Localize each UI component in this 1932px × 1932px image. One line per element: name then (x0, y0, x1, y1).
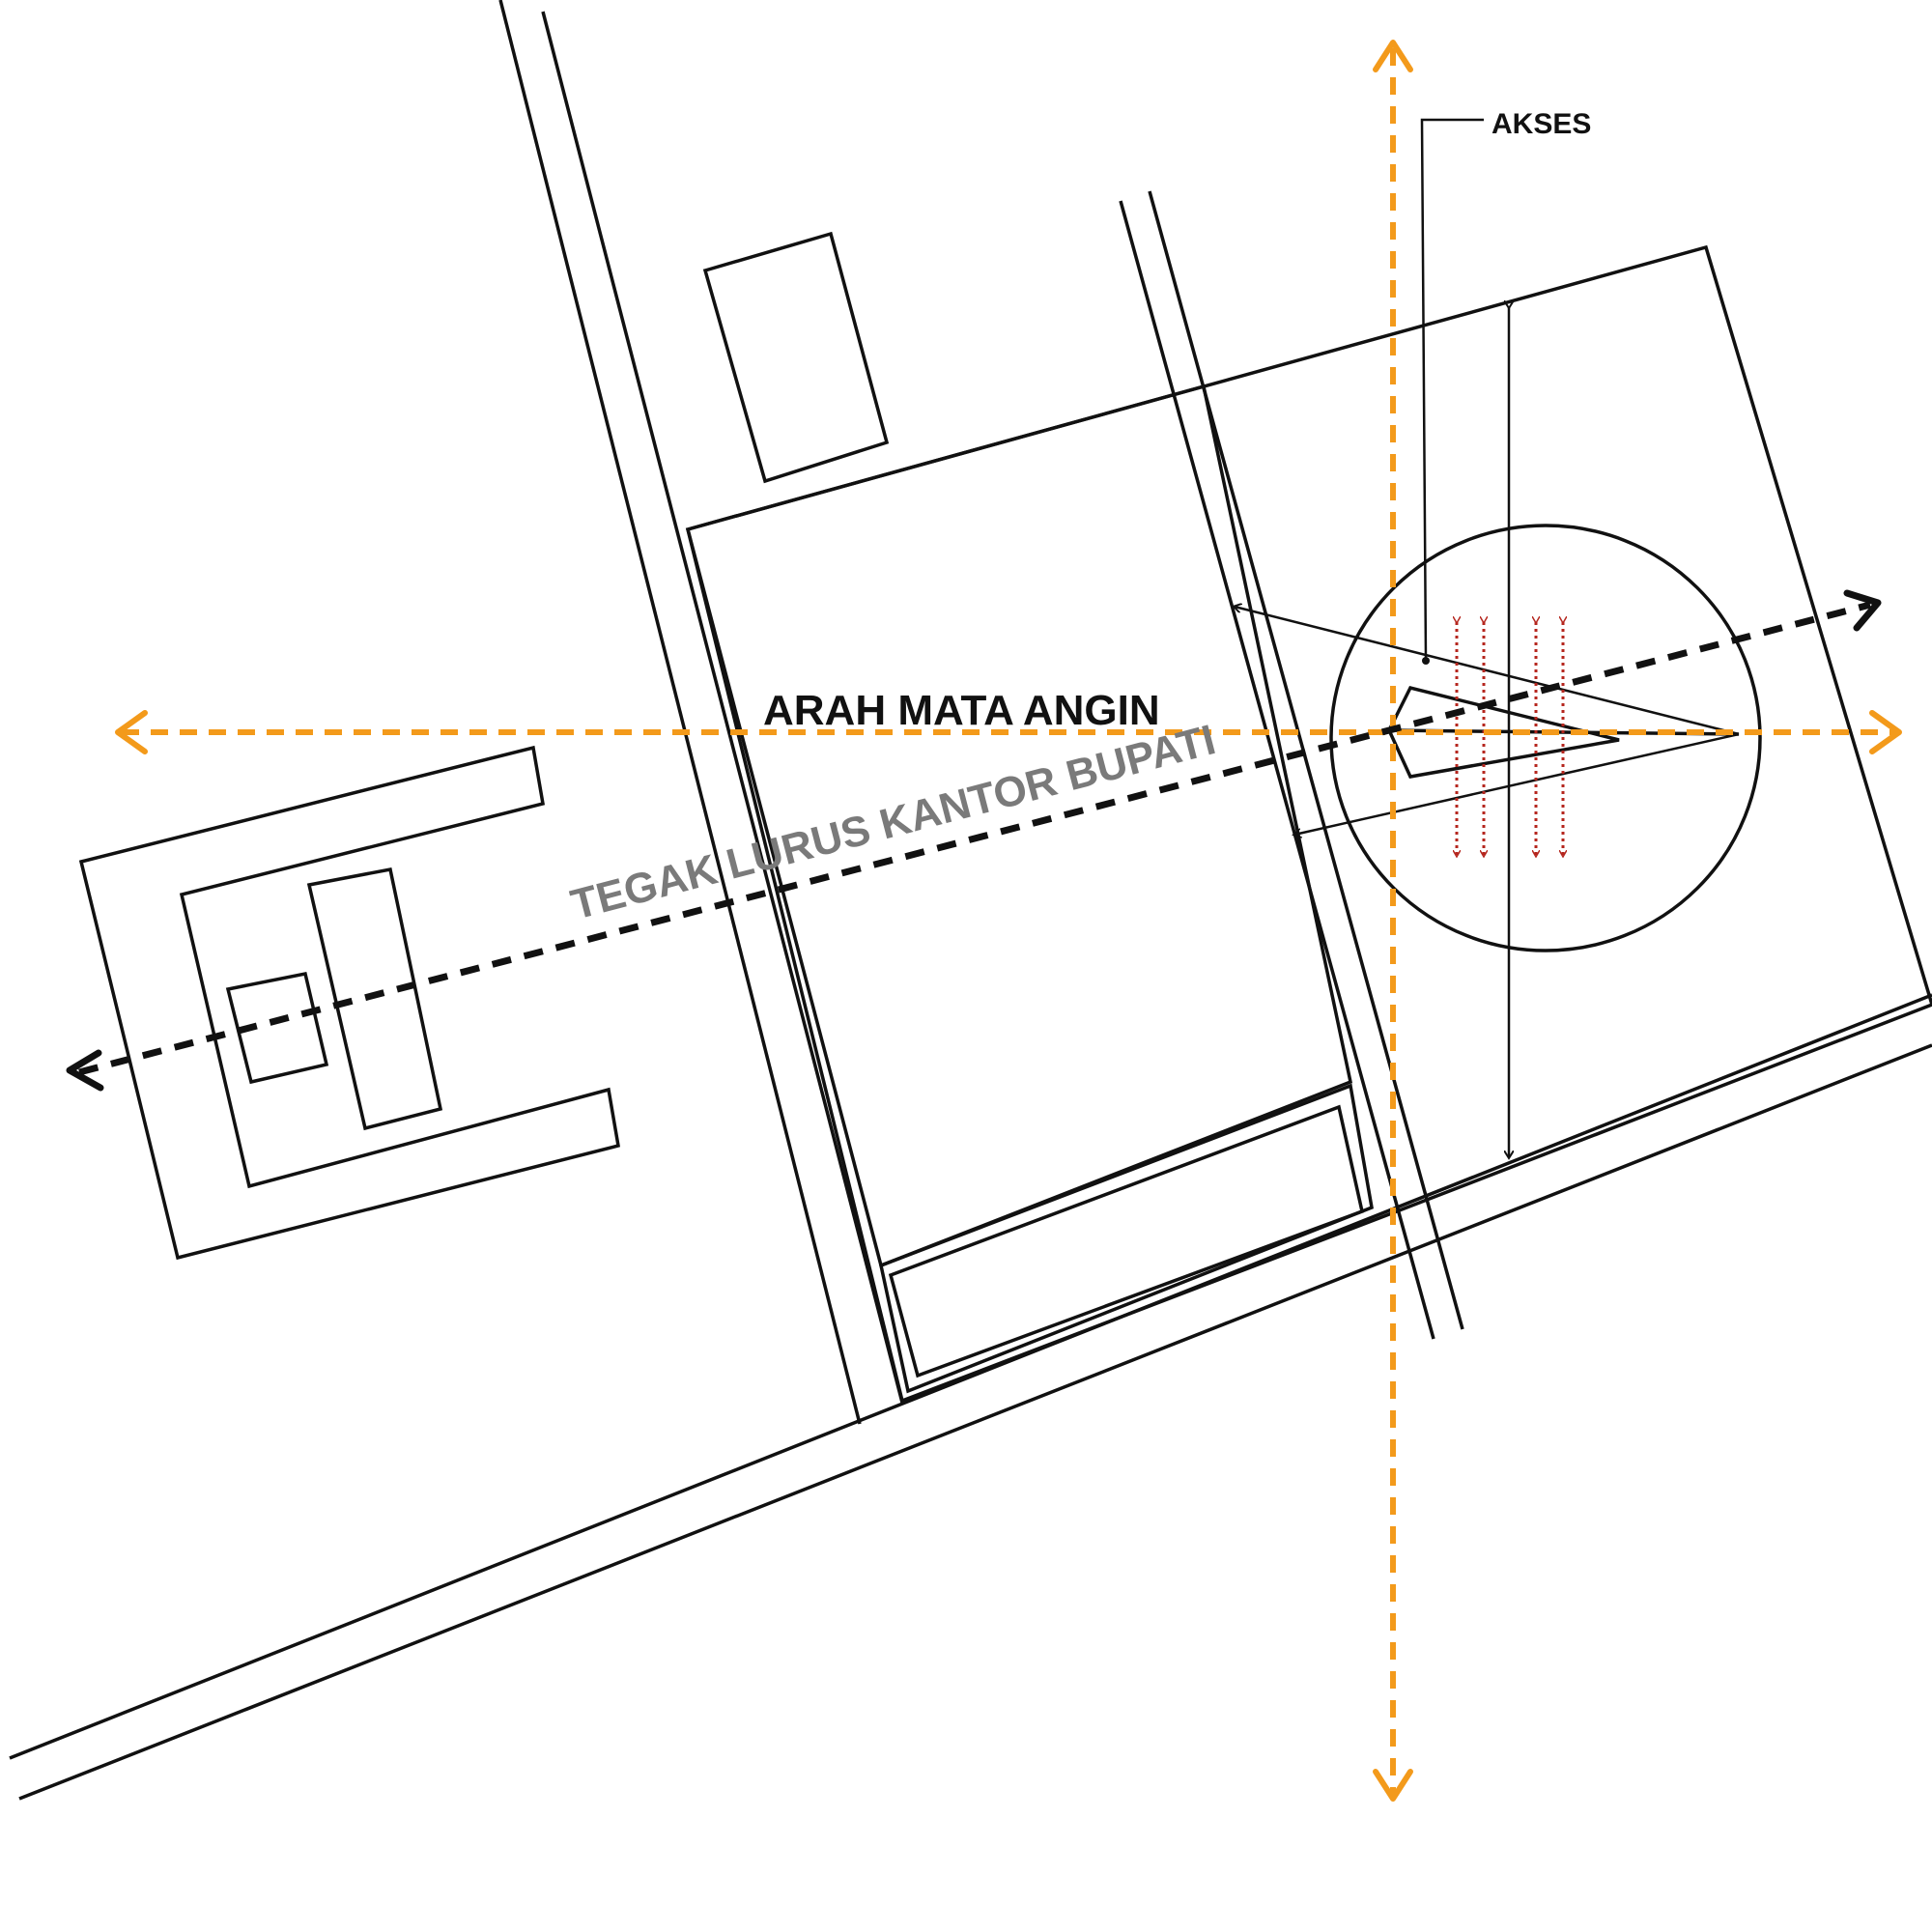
side-road-left-edge (1119, 200, 1435, 1340)
access-leader (1420, 118, 1484, 665)
lower-road-bottom-edge (18, 1043, 1932, 1801)
roads (9, 0, 1932, 1801)
main-road-left-edge (498, 0, 862, 1425)
orange-left-arrowhead (115, 710, 148, 754)
dimension-upper-line (1235, 607, 1740, 736)
orange-top-arrowhead (1373, 40, 1413, 72)
compass-circle (1329, 524, 1762, 952)
access-leader-dot (1422, 657, 1430, 665)
main-road-right-edge (541, 11, 904, 1404)
wind-direction-label: ARAH MATA ANGIN (763, 687, 1160, 734)
black-dashed-axis (66, 589, 1882, 1092)
orange-arrowheads (115, 40, 1902, 1802)
parking-strip-outer (878, 1083, 1374, 1394)
parking-strip-inner (888, 1104, 1365, 1378)
buildings (78, 231, 1932, 1404)
c-shaped-building-inner-block (306, 867, 443, 1131)
c-shaped-building-small-block (225, 971, 329, 1085)
perpendicular-office-label: TEGAK LURUS KANTOR BUPATI (566, 716, 1220, 929)
main-site-block (685, 244, 1932, 1404)
orange-right-arrowhead (1869, 710, 1902, 754)
side-road-right-edge (1148, 190, 1464, 1330)
c-shaped-building-outer (78, 745, 620, 1261)
lower-road-top-edge (9, 993, 1932, 1760)
black-left-arrowhead (66, 1049, 104, 1092)
dimension-lower-line (1294, 732, 1740, 835)
compass-needle (1387, 685, 1620, 779)
perpendicular-axis-line (78, 601, 1871, 1076)
site-inner-plot (685, 384, 1353, 1268)
black-right-arrowhead (1843, 589, 1882, 632)
small-building-north (702, 231, 890, 484)
access-label: AKSES (1492, 108, 1591, 140)
orange-bottom-arrowhead (1373, 1769, 1413, 1802)
red-vertical-arrows (1457, 622, 1563, 856)
orange-axes (122, 48, 1895, 1797)
access-leader-line (1420, 118, 1484, 662)
